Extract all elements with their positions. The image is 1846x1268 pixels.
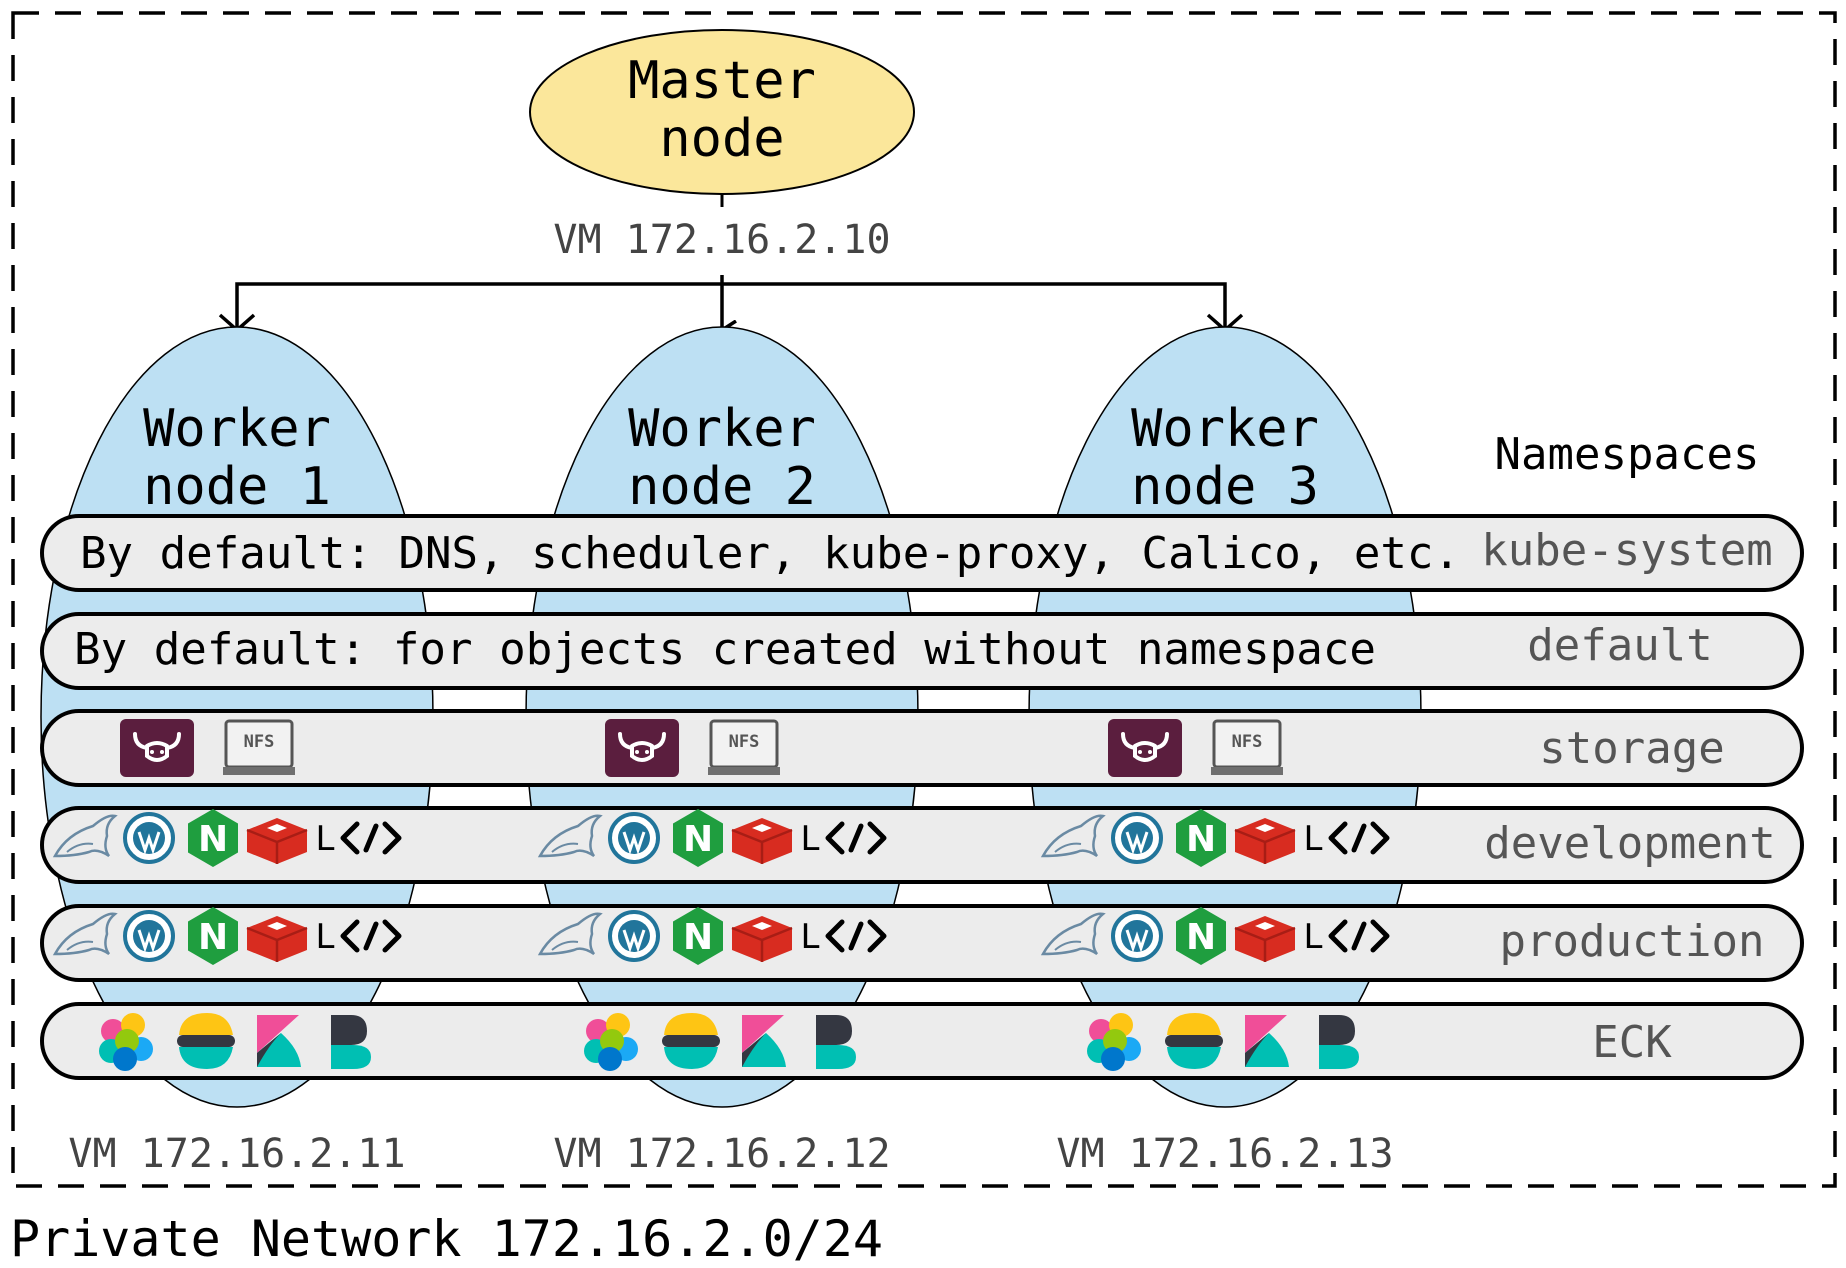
master-node-title-line2: node [659, 109, 784, 169]
kibana-icon [257, 1015, 301, 1067]
namespace-name: production [1500, 916, 1765, 967]
worker-node-title-line1: Worker [143, 399, 331, 459]
redis-icon [1234, 818, 1296, 864]
wordpress-icon [1111, 812, 1163, 864]
elasticsearch-icon [177, 1013, 235, 1069]
nginx-icon: N [1176, 809, 1226, 867]
vault-icon [120, 719, 194, 777]
vault-icon [1108, 719, 1182, 777]
elasticsearch-icon [662, 1013, 720, 1069]
namespace-description: By default: for objects created without … [74, 624, 1376, 675]
nginx-icon: N [188, 907, 238, 965]
master-node-title-line1: Master [628, 51, 816, 111]
kibana-icon [1245, 1015, 1289, 1067]
namespace-band-eck[interactable]: ECK [40, 1002, 1804, 1080]
private-network-boundary [11, 11, 1837, 1188]
elastic-cluster-icon [1087, 1013, 1141, 1071]
nginx-icon: N [1176, 907, 1226, 965]
namespace-name: storage [1539, 723, 1724, 774]
mysql-dolphin-icon [52, 814, 118, 858]
nginx-letter: N [1186, 917, 1216, 958]
beats-icon [1319, 1015, 1359, 1069]
nginx-icon: N [673, 907, 723, 965]
mysql-dolphin-icon [52, 912, 118, 956]
l-code-icon: L [316, 917, 402, 957]
nginx-letter: N [1186, 819, 1216, 860]
nfs-server-icon: NFS [708, 719, 780, 775]
redis-icon [1234, 916, 1296, 962]
namespace-band-shape[interactable] [40, 709, 1804, 787]
wordpress-icon [123, 910, 175, 962]
nfs-label: NFS [1232, 732, 1263, 752]
redis-icon [246, 916, 308, 962]
wordpress-icon [1111, 910, 1163, 962]
namespace-name: ECK [1592, 1017, 1672, 1068]
worker-node-title-line2: node 1 [143, 457, 331, 517]
nfs-label: NFS [729, 732, 760, 752]
namespace-band-shape[interactable] [40, 1002, 1804, 1080]
nginx-icon: N [188, 809, 238, 867]
nfs-label: NFS [244, 732, 275, 752]
mysql-dolphin-icon [1040, 814, 1106, 858]
worker-node-title-line1: Worker [628, 399, 816, 459]
master-ip-label: VM 172.16.2.10 [553, 217, 890, 263]
elasticsearch-icon [1165, 1013, 1223, 1069]
worker-node-title-line1: Worker [1131, 399, 1319, 459]
namespace-band-storage[interactable]: storage [40, 709, 1804, 787]
worker-3-ip-label: VM 172.16.2.13 [1056, 1131, 1393, 1177]
l-code-icon: L [316, 819, 402, 859]
private-network-label: Private Network 172.16.2.0/24 [10, 1210, 883, 1268]
l-letter: L [1304, 917, 1323, 957]
mysql-dolphin-icon [537, 912, 603, 956]
nginx-letter: N [198, 819, 228, 860]
redis-icon [731, 916, 793, 962]
wordpress-icon [123, 812, 175, 864]
nfs-server-icon: NFS [223, 719, 295, 775]
nginx-icon: N [673, 809, 723, 867]
l-code-icon: L [1304, 819, 1390, 859]
l-code-icon: L [801, 917, 887, 957]
connector-tree [218, 275, 1244, 330]
elastic-cluster-icon [99, 1013, 153, 1071]
namespace-description: By default: DNS, scheduler, kube-proxy, … [80, 528, 1460, 579]
namespace-band-default[interactable]: By default: for objects created without … [40, 612, 1804, 690]
master-node[interactable]: Master node [529, 29, 915, 195]
vault-icon [605, 719, 679, 777]
eck-icons [99, 1013, 1359, 1071]
l-code-icon: L [801, 819, 887, 859]
nginx-letter: N [683, 917, 713, 958]
namespace-band-shape[interactable] [40, 612, 1804, 690]
worker-node-title-line2: node 3 [1131, 457, 1319, 517]
beats-icon [331, 1015, 371, 1069]
nfs-server-icon: NFS [1211, 719, 1283, 775]
l-letter: L [316, 917, 335, 957]
l-letter: L [801, 917, 820, 957]
namespace-name: development [1484, 818, 1775, 869]
namespace-band-shape[interactable] [40, 514, 1804, 592]
storage-icons: NFS NFS NFS [120, 719, 1283, 777]
namespace-name: default [1527, 620, 1712, 671]
namespace-band-kube-system[interactable]: By default: DNS, scheduler, kube-proxy, … [40, 514, 1804, 592]
namespace-name: kube-system [1481, 525, 1772, 576]
redis-icon [731, 818, 793, 864]
kibana-icon [742, 1015, 786, 1067]
app-icons: N L N L N L N L N L N L [52, 809, 1390, 965]
worker-2-ip-label: VM 172.16.2.12 [553, 1131, 890, 1177]
l-letter: L [801, 819, 820, 859]
nginx-letter: N [683, 819, 713, 860]
wordpress-icon [608, 812, 660, 864]
mysql-dolphin-icon [1040, 912, 1106, 956]
elastic-cluster-icon [584, 1013, 638, 1071]
nginx-letter: N [198, 917, 228, 958]
l-code-icon: L [1304, 917, 1390, 957]
beats-icon [816, 1015, 856, 1069]
worker-node-title-line2: node 2 [628, 457, 816, 517]
redis-icon [246, 818, 308, 864]
wordpress-icon [608, 910, 660, 962]
l-letter: L [1304, 819, 1323, 859]
worker-1-ip-label: VM 172.16.2.11 [68, 1131, 405, 1177]
l-letter: L [316, 819, 335, 859]
namespaces-heading: Namespaces [1495, 429, 1760, 480]
mysql-dolphin-icon [537, 814, 603, 858]
